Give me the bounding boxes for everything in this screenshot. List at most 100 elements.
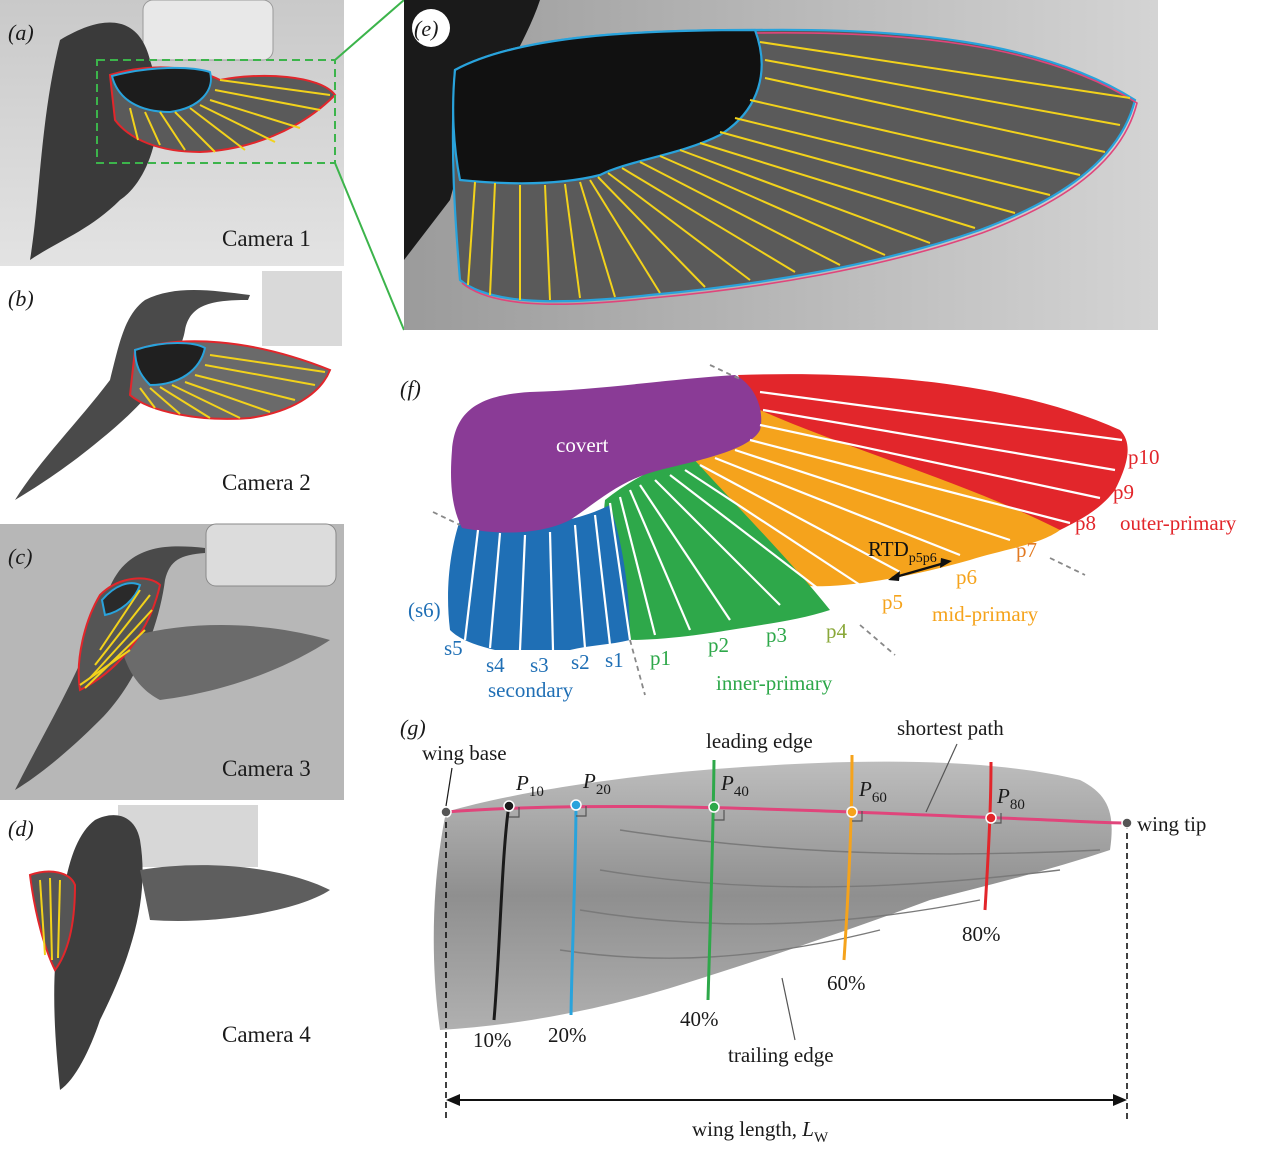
wing-base-point	[440, 806, 452, 818]
secondary-labels: (s6) s5 s4 s3 s2 s1 secondary	[408, 598, 624, 702]
zoom-box	[96, 59, 336, 164]
inner-primary-labels: p1 p2 p3 p4 inner-primary	[650, 619, 848, 695]
chord-60	[842, 754, 854, 961]
panel-label-e: (e)	[414, 16, 438, 41]
point-p80	[985, 812, 997, 824]
pct-60: 60%	[827, 971, 866, 995]
panel-a: (a) Camera 1	[0, 0, 344, 266]
rtd-label: RTDp5p6	[868, 537, 937, 566]
covert-label: covert	[556, 433, 609, 457]
panel-label-b: (b)	[8, 286, 34, 311]
label-s1: s1	[605, 648, 624, 672]
panel-e: (e)	[404, 0, 1158, 330]
feather-lines-d	[39, 877, 61, 961]
panel-c: (c) Camera 3	[0, 523, 344, 800]
label-p40: P40	[720, 771, 749, 800]
label-p7: p7	[1016, 538, 1037, 562]
chord-20	[569, 802, 578, 1016]
outer-group-label: outer-primary	[1120, 511, 1237, 535]
covert-shape-b	[133, 342, 207, 387]
hummingbird-body-d	[54, 815, 143, 1090]
label-p60: P60	[858, 777, 887, 806]
panel-label-c: (c)	[8, 544, 32, 569]
label-p9: p9	[1113, 480, 1134, 504]
label-s5: s5	[444, 636, 463, 660]
camera-label-3: Camera 3	[222, 756, 311, 781]
panel-f: (f) covert	[400, 364, 1237, 702]
wing-surface-3d	[433, 761, 1112, 1030]
feather-separators	[463, 390, 1123, 651]
camera-label-1: Camera 1	[222, 226, 311, 251]
label-s4: s4	[486, 653, 505, 677]
panel-label-g: (g)	[400, 715, 426, 740]
camera-label-2: Camera 2	[222, 470, 311, 495]
wing-length-arrowhead-left	[446, 1094, 460, 1106]
wing-base-label: wing base	[422, 741, 507, 765]
group-separators	[432, 364, 1086, 696]
rtd-arrow	[891, 560, 949, 580]
outer-primary-labels: p8 p9 p10 outer-primary	[1075, 445, 1237, 535]
panel-label-f: (f)	[400, 376, 421, 401]
label-s2: s2	[571, 650, 590, 674]
far-wing-c	[120, 625, 330, 700]
panel-d: (d) Camera 4	[0, 805, 344, 1095]
wing-length-arrowhead-right	[1113, 1094, 1127, 1106]
chord-10	[492, 804, 511, 1021]
covert-region	[451, 375, 762, 533]
mid-primary-labels: p5 p6 p7 mid-primary	[882, 538, 1039, 626]
chord-80	[983, 761, 993, 911]
chord-40	[706, 759, 716, 1001]
label-s6: (s6)	[408, 598, 441, 622]
label-badge-e	[412, 9, 450, 47]
label-p20: P20	[582, 769, 611, 798]
zoom-connector-top	[334, 0, 405, 61]
label-s3: s3	[530, 653, 549, 677]
feather-lines-e	[467, 41, 1131, 301]
panel-b: (b) Camera 2	[0, 271, 344, 521]
label-p80: P80	[996, 784, 1025, 813]
wing-surface-ridges	[559, 829, 1101, 959]
panel-g: (g)	[400, 715, 1206, 1146]
camera-label-4: Camera 4	[222, 1022, 311, 1047]
panel-label-a: (a)	[8, 20, 34, 45]
feeder-shape-b	[262, 271, 342, 346]
point-p60	[846, 806, 858, 818]
pct-10: 10%	[473, 1028, 512, 1052]
label-p8: p8	[1075, 511, 1096, 535]
outer-primary-region	[738, 374, 1128, 530]
rtd-arrowhead-right	[940, 558, 952, 568]
point-p40	[708, 801, 720, 813]
covert-shape-a	[110, 66, 212, 114]
inner-primary-region	[603, 455, 830, 640]
leading-edge-label: leading edge	[706, 729, 813, 753]
wing-tip-point	[1121, 817, 1133, 829]
shortest-path-line	[445, 804, 1128, 825]
rtd-arrowhead-left	[888, 571, 900, 581]
point-p10	[503, 800, 515, 812]
wing-base-leader	[445, 767, 453, 807]
feather-lines-a	[129, 79, 331, 153]
secondary-group-label: secondary	[488, 678, 574, 702]
zoom-connector-bottom	[334, 162, 405, 331]
label-p4: p4	[826, 619, 848, 643]
label-p2: p2	[708, 633, 729, 657]
mid-group-label: mid-primary	[932, 602, 1039, 626]
pct-20: 20%	[548, 1023, 587, 1047]
label-p10: p10	[1128, 445, 1160, 469]
panel-label-d: (d)	[8, 816, 34, 841]
covert-shape-c	[100, 582, 142, 617]
inner-group-label: inner-primary	[716, 671, 833, 695]
feather-lines-c	[79, 589, 153, 689]
far-wing-d	[140, 865, 330, 921]
shortest-path-leader	[925, 743, 958, 813]
feeder-shape	[142, 0, 274, 61]
label-p10: P10	[515, 771, 544, 800]
shortest-path-label: shortest path	[897, 716, 1004, 740]
feather-lines-b	[139, 354, 326, 419]
pct-40: 40%	[680, 1007, 719, 1031]
right-angle-markers	[509, 806, 1002, 824]
label-p5: p5	[882, 590, 903, 614]
point-p20	[570, 799, 582, 811]
label-p1: p1	[650, 646, 671, 670]
